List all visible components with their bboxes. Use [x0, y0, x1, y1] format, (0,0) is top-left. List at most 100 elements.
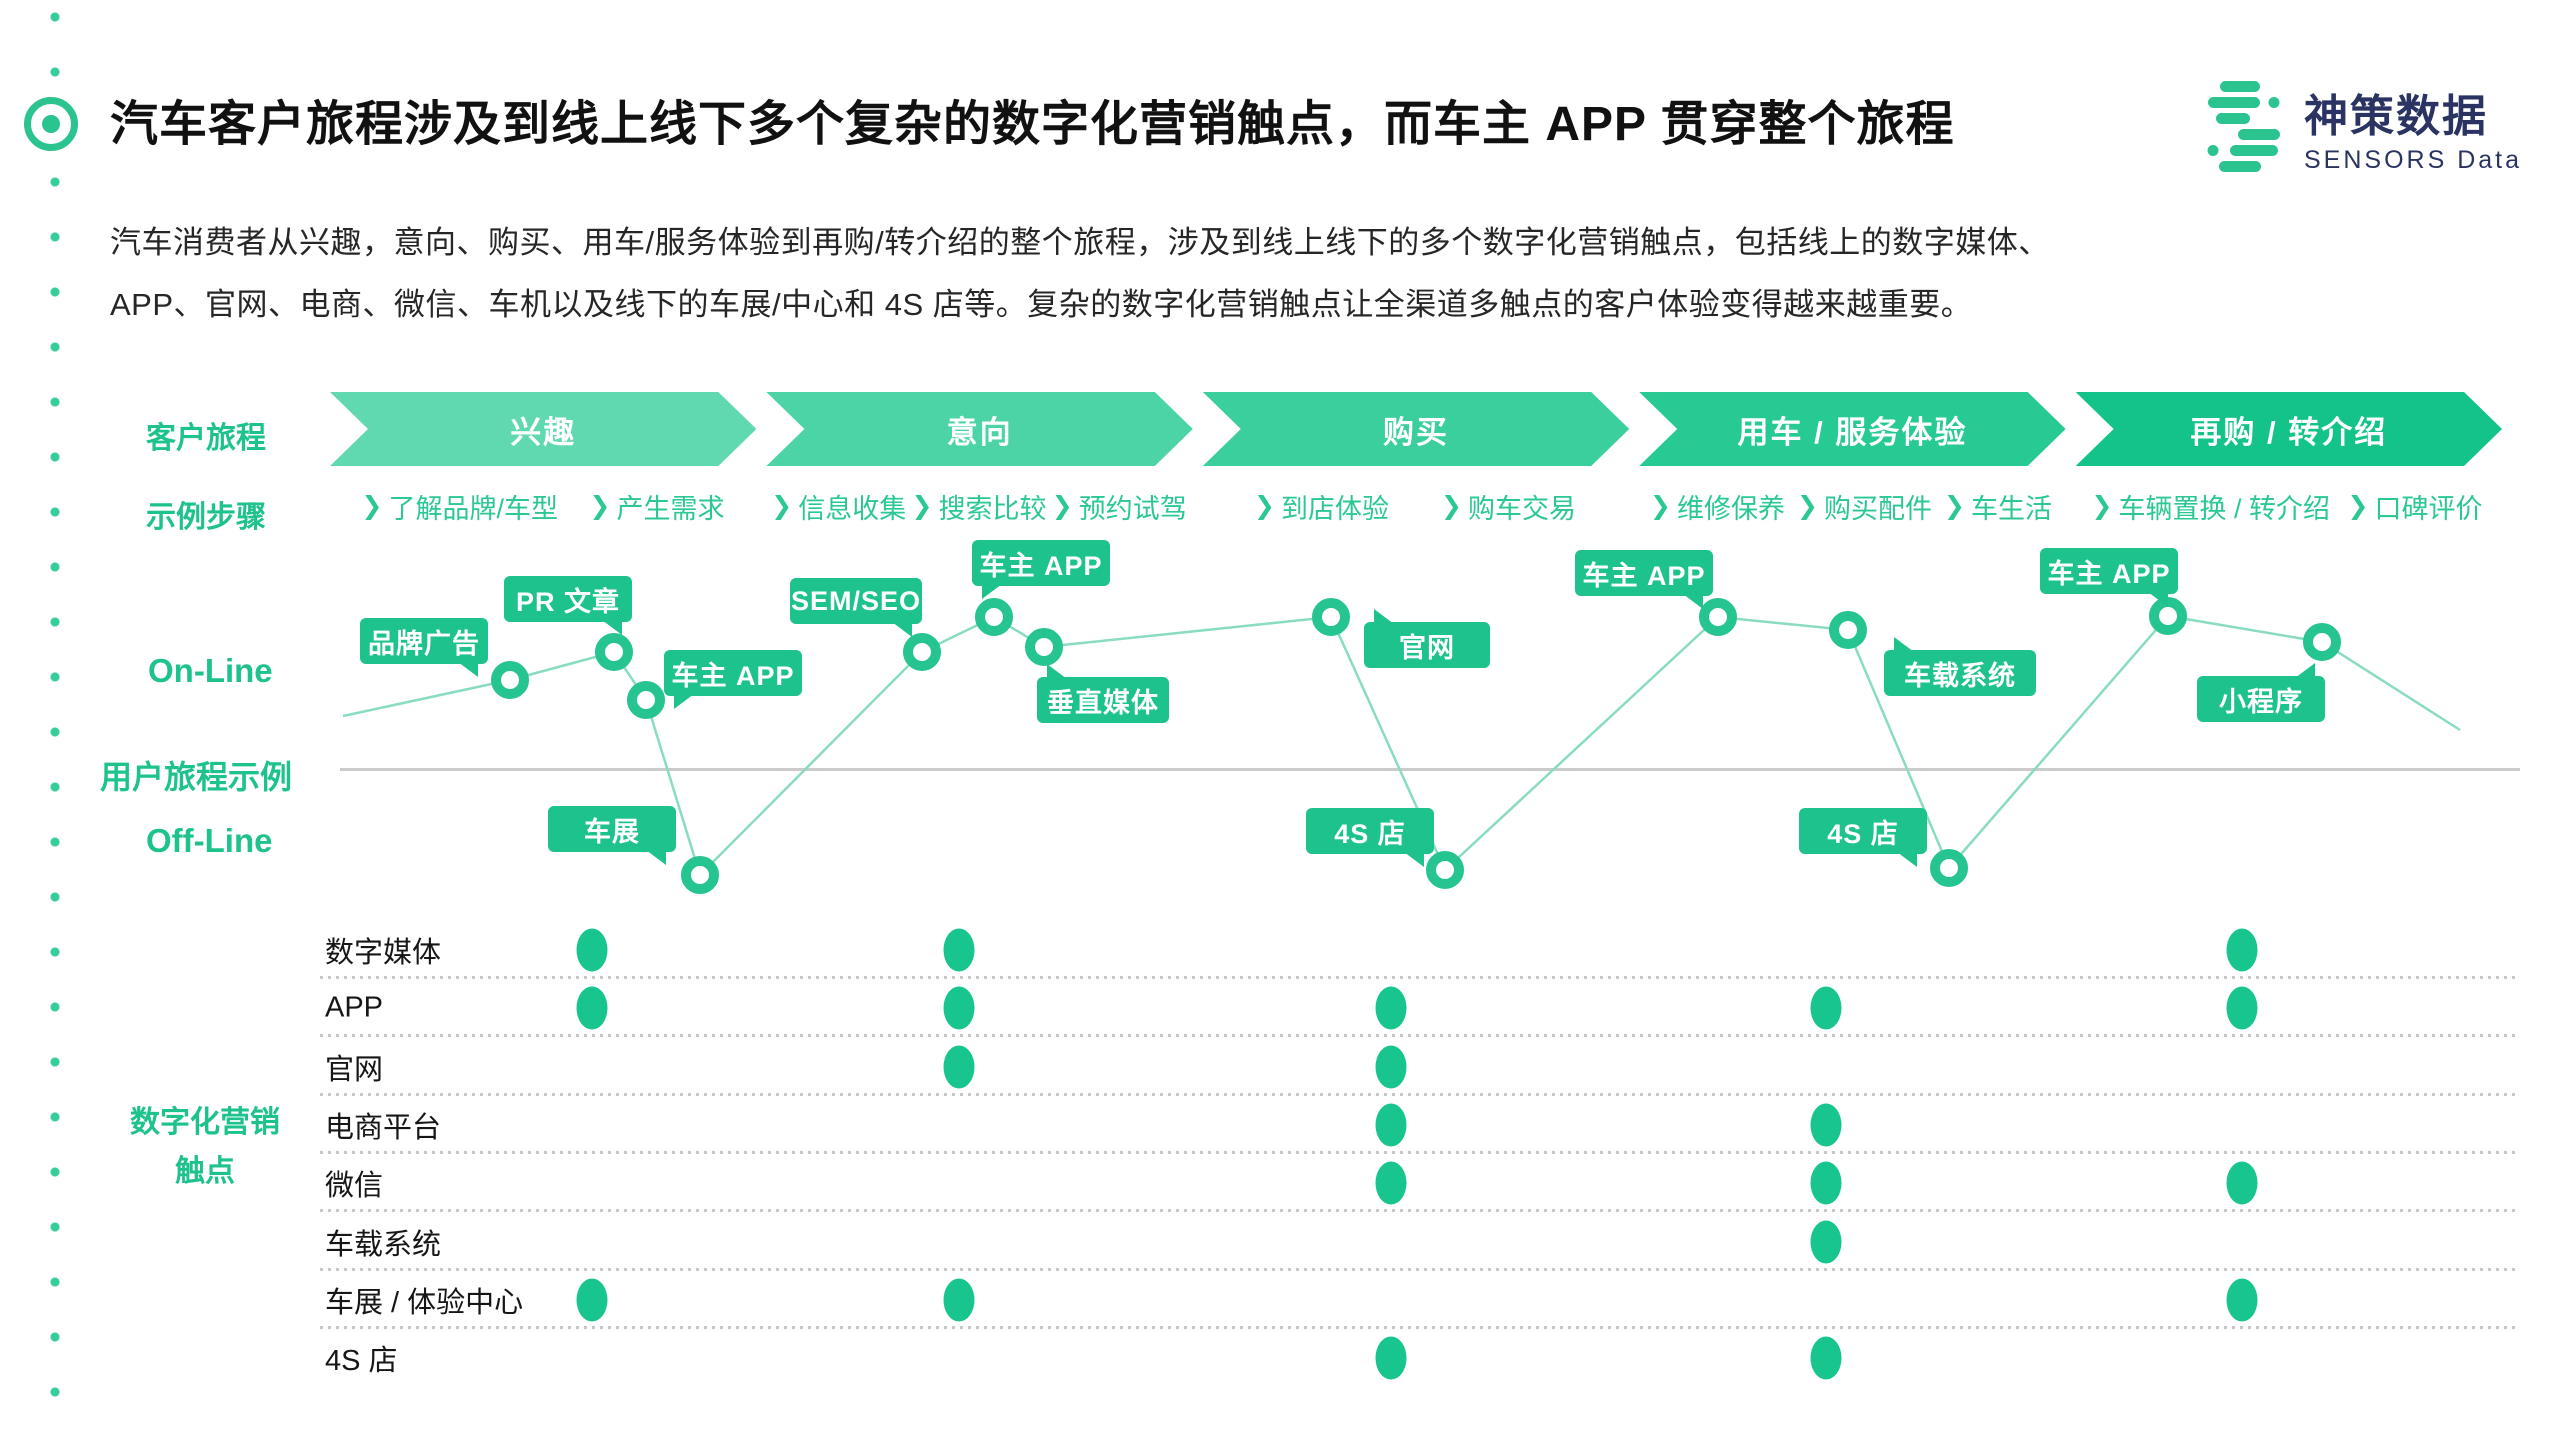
- matrix-row-separator: [320, 1268, 2520, 1271]
- touchpoints-group-label-line2: 触点: [175, 1155, 235, 1188]
- flow-callout: 车主 APP: [972, 540, 1110, 599]
- table-row: APP: [320, 979, 2520, 1037]
- matrix-dot: [2226, 1278, 2258, 1322]
- flow-node: [681, 856, 719, 894]
- flow-callout: 官网: [1364, 609, 1490, 668]
- journey-stage-band: 兴趣 意向 购买 用车 / 服务体验 再购 / 转介绍: [330, 392, 2502, 466]
- matrix-dot: [1810, 1220, 1842, 1264]
- matrix-dot: [1375, 1336, 1407, 1380]
- matrix-dot: [1810, 986, 1842, 1030]
- matrix-row-separator: [320, 1034, 2520, 1037]
- journey-stage-label: 意向: [946, 414, 1013, 450]
- matrix-dot: [1810, 1336, 1842, 1380]
- step-item: ❯产生需求: [590, 487, 725, 526]
- chevron-right-icon: ❯: [911, 492, 933, 520]
- step-label: 产生需求: [616, 493, 725, 524]
- journey-stage-1: 兴趣: [330, 392, 756, 466]
- matrix-row-label: 电商平台: [325, 1112, 442, 1144]
- step-label: 预约试驾: [1078, 493, 1187, 524]
- step-label: 搜索比较: [938, 493, 1047, 524]
- matrix-dot: [1810, 1103, 1842, 1147]
- matrix-row-label: 车展 / 体验中心: [325, 1287, 524, 1319]
- journey-stage-label: 再购 / 转介绍: [2190, 414, 2388, 450]
- flow-axis-label: 用户旅程示例: [100, 759, 293, 795]
- matrix-dot: [2226, 928, 2258, 972]
- flow-node: [491, 661, 529, 699]
- flow-node: [627, 681, 665, 719]
- matrix-dot: [943, 928, 975, 972]
- journey-stage-2: 意向: [766, 392, 1192, 466]
- flow-callout: 垂直媒体: [1037, 664, 1169, 723]
- intro-line-1: 汽车消费者从兴趣，意向、购买、用车/服务体验到再购/转介绍的整个旅程，涉及到线上…: [110, 225, 2050, 260]
- step-label: 维修保养: [1676, 493, 1785, 524]
- step-item: ❯车辆置换 / 转介绍: [2092, 487, 2330, 526]
- matrix-row-separator: [320, 1093, 2520, 1096]
- flow-callout: 品牌广告: [360, 618, 488, 677]
- matrix-dot: [2226, 986, 2258, 1030]
- logo-name-cn: 神策数据: [2304, 92, 2488, 141]
- flow-node: [1930, 849, 1968, 887]
- flow-node: [1829, 611, 1867, 649]
- flow-callout: 4S 店: [1799, 808, 1927, 867]
- flow-node: [1699, 598, 1737, 636]
- chevron-right-icon: ❯: [1797, 492, 1818, 520]
- table-row: 微信: [320, 1154, 2520, 1212]
- table-row: 官网: [320, 1038, 2520, 1096]
- logo-text: 神策数据 SENSORS Data: [2304, 80, 2522, 175]
- step-item: ❯了解品牌/车型: [362, 487, 558, 526]
- step-item: ❯搜索比较: [912, 487, 1047, 526]
- flow-callout: 车展: [548, 806, 676, 865]
- journey-stage-5: 再购 / 转介绍: [2076, 392, 2502, 466]
- bullseye-icon: [24, 97, 78, 151]
- table-row: 4S 店: [320, 1329, 2520, 1387]
- journey-flow-line: [342, 614, 2461, 878]
- step-group-5: ❯车辆置换 / 转介绍❯口碑评价: [2074, 482, 2500, 530]
- matrix-dot: [943, 1045, 975, 1089]
- matrix-dot: [1375, 1103, 1407, 1147]
- matrix-row-separator: [320, 1326, 2520, 1329]
- journey-stage-3: 购买: [1203, 392, 1629, 466]
- step-label: 了解品牌/车型: [388, 493, 558, 524]
- matrix-dot: [1375, 1161, 1407, 1205]
- journey-stage-label: 兴趣: [510, 414, 577, 450]
- journey-stage-label: 用车 / 服务体验: [1737, 414, 1968, 450]
- offline-label: Off-Line: [146, 822, 273, 859]
- step-label: 到店体验: [1280, 493, 1389, 524]
- flow-callout: 车主 APP: [1575, 550, 1713, 609]
- step-item: ❯购买配件: [1797, 487, 1932, 526]
- chevron-right-icon: ❯: [2091, 492, 2113, 520]
- journey-row-label: 客户旅程: [146, 422, 266, 455]
- online-offline-divider: [340, 768, 2520, 771]
- intro-line-2: APP、官网、电商、微信、车机以及线下的车展/中心和 4S 店等。复杂的数字化营…: [110, 287, 1973, 322]
- left-dotted-line: [50, 0, 60, 1439]
- flow-node: [595, 633, 633, 671]
- chevron-right-icon: ❯: [771, 492, 793, 520]
- chevron-right-icon: ❯: [1254, 492, 1275, 520]
- steps-row-label: 示例步骤: [146, 501, 266, 534]
- chevron-right-icon: ❯: [2347, 492, 2369, 520]
- step-label: 购买配件: [1823, 493, 1932, 524]
- chevron-right-icon: ❯: [1944, 492, 1965, 520]
- sensors-logo-icon: [2207, 80, 2280, 172]
- flow-callout: 车主 APP: [664, 650, 802, 709]
- table-row: 数字媒体: [320, 921, 2520, 979]
- matrix-row-separator: [320, 1151, 2520, 1154]
- flow-callout: SEM/SEO: [790, 578, 922, 637]
- matrix-row-label: 数字媒体: [325, 937, 442, 969]
- touchpoints-group-label: 数字化营销 触点: [100, 1098, 310, 1196]
- matrix-row-label: 官网: [325, 1054, 384, 1086]
- table-row: 电商平台: [320, 1096, 2520, 1154]
- intro-paragraph: 汽车消费者从兴趣，意向、购买、用车/服务体验到再购/转介绍的整个旅程，涉及到线上…: [110, 212, 2520, 336]
- flow-callout: 车载系统: [1884, 637, 2036, 696]
- matrix-row-separator: [320, 1209, 2520, 1212]
- flow-node: [1025, 628, 1063, 666]
- chevron-right-icon: ❯: [1441, 492, 1462, 520]
- logo-name-en: SENSORS Data: [2304, 146, 2523, 174]
- flow-node: [2303, 623, 2341, 661]
- matrix-row-label: 微信: [325, 1170, 384, 1202]
- matrix-dot: [576, 986, 608, 1030]
- step-item: ❯维修保养: [1650, 487, 1785, 526]
- flow-callout: PR 文章: [504, 576, 632, 635]
- page-title: 汽车客户旅程涉及到线上线下多个复杂的数字化营销触点，而车主 APP 贯穿整个旅程: [110, 98, 1955, 151]
